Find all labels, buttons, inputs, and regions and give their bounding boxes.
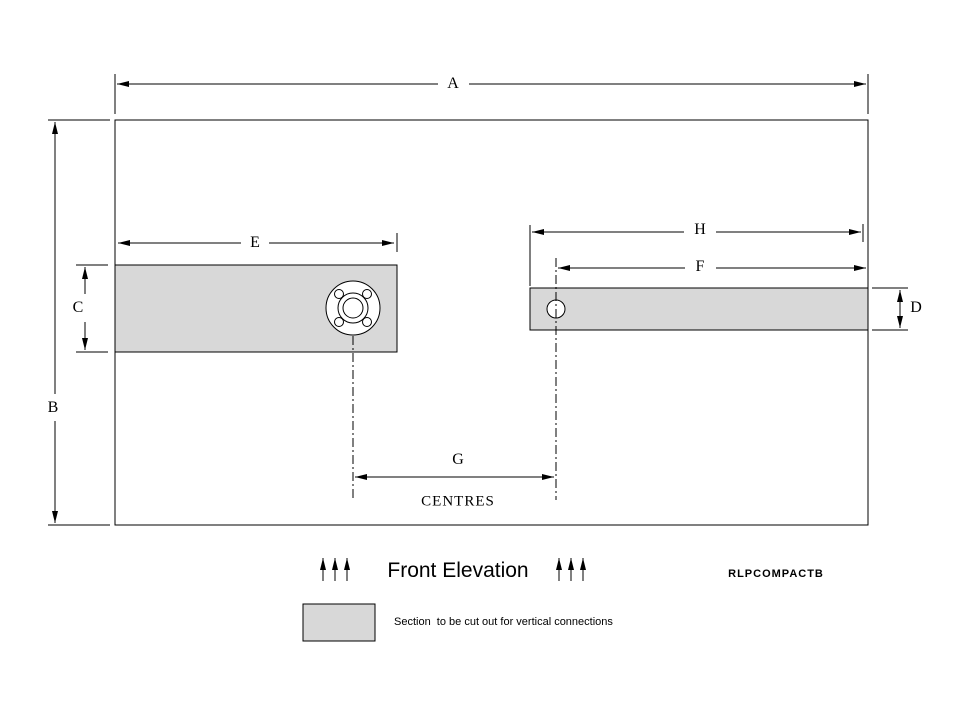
drawing-title: Front Elevation: [387, 559, 529, 582]
dim-label-g: G: [452, 451, 464, 468]
flange: [325, 280, 381, 336]
dimension-h: [529, 224, 864, 286]
part-code: RLPCOMPACTB: [728, 568, 824, 580]
dim-label-d: D: [910, 299, 922, 316]
dim-label-f: F: [695, 258, 705, 275]
bolt-hole: [362, 317, 372, 327]
dim-label-h: H: [694, 221, 706, 238]
up-arrows-left: [320, 558, 350, 581]
bolt-hole: [334, 317, 344, 327]
dim-label-c: C: [72, 299, 84, 316]
dim-label-e: E: [250, 234, 260, 251]
dim-label-b: B: [47, 399, 59, 416]
dimension-c: [76, 264, 108, 353]
legend-swatch: [302, 603, 376, 642]
dimension-d: [872, 287, 908, 331]
dimension-b: [48, 119, 110, 526]
bolt-hole: [334, 289, 344, 299]
bolt-hole: [362, 289, 372, 299]
dimension-a: [114, 74, 869, 114]
dim-label-a: A: [447, 75, 459, 92]
dimension-e: [118, 233, 398, 252]
up-arrows-right: [556, 558, 586, 581]
centres-label: CENTRES: [421, 493, 495, 510]
legend-text: Section to be cut out for vertical conne…: [394, 616, 613, 628]
cutout-section-right: [529, 287, 869, 331]
